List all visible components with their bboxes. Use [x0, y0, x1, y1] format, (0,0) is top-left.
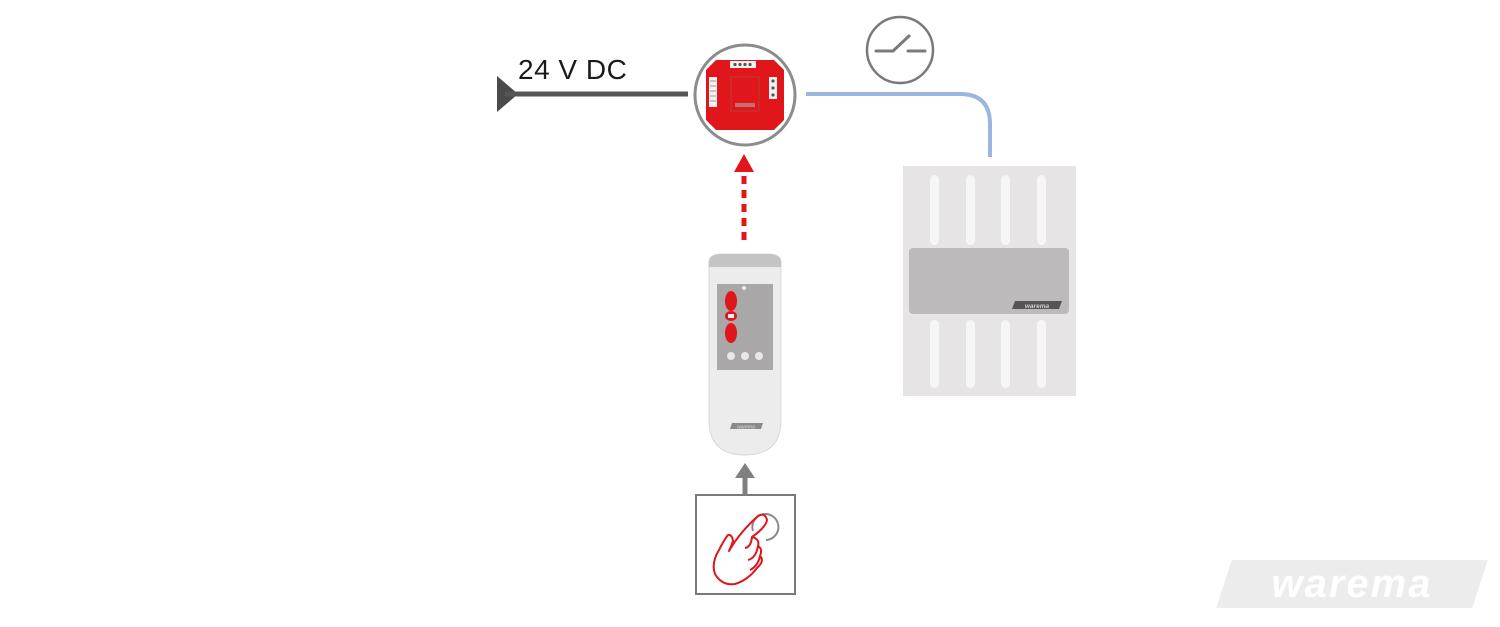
remote-down-button	[725, 323, 737, 343]
receiver-module	[693, 43, 797, 147]
receiver-board-icon	[706, 60, 784, 130]
remote-brand-text: warema	[737, 425, 755, 431]
power-supply-line	[497, 76, 688, 112]
device-brand-text: warema	[1025, 303, 1050, 310]
radio-signal-arrow	[734, 154, 754, 244]
switch-contact-icon	[865, 15, 935, 85]
brand-logo: warema	[1216, 560, 1488, 608]
remote-brand-badge	[730, 423, 763, 429]
remote-up-button	[725, 291, 737, 311]
supply-voltage-label: 24 V DC	[518, 54, 628, 85]
arrow-up-icon	[735, 463, 755, 478]
motor-control-unit: warema	[903, 166, 1076, 396]
push-button-with-hand	[695, 494, 796, 595]
device-brand-badge	[1012, 301, 1062, 309]
logo-text: warema	[1271, 562, 1433, 606]
arrow-up-icon	[734, 154, 754, 172]
button-press-arrow	[735, 463, 755, 495]
hand-transmitter: warema	[708, 253, 782, 456]
signal-wire	[806, 92, 992, 157]
